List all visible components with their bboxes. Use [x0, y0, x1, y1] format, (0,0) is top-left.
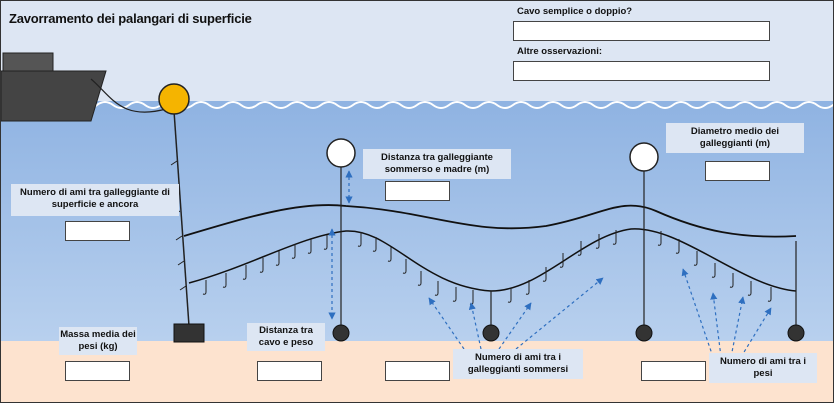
cable-weight-distance-field[interactable] — [257, 361, 322, 381]
hooks-between-floats-label-box — [453, 349, 583, 379]
hooks-float-anchor-label-box — [11, 184, 179, 216]
weight-mass-label-box — [59, 327, 137, 355]
fishing-boat — [1, 52, 167, 122]
cable-type-label: Cavo semplice o doppio? — [517, 6, 633, 17]
cable-weight-distance-label-box — [247, 323, 325, 351]
annotation-arrows — [328, 170, 772, 358]
hooks-between-weights-field[interactable] — [641, 361, 706, 381]
anchor-weight — [173, 323, 205, 343]
float-diameter-label-box — [666, 123, 804, 153]
notes-field[interactable] — [513, 61, 770, 81]
float-diameter-field[interactable] — [705, 161, 770, 181]
hooks-group — [202, 230, 772, 305]
main-line — [183, 204, 797, 238]
sinker-weight — [787, 324, 805, 342]
hooks-float-anchor-field[interactable] — [65, 221, 130, 241]
sky — [1, 1, 833, 103]
sinker-weight — [482, 324, 500, 342]
submerged-float — [629, 142, 659, 172]
weight-mass-label: Massa media dei pesi (kg) — [60, 329, 136, 352]
notes-label: Altre osservazioni: — [517, 46, 602, 57]
submerged-float — [326, 138, 356, 168]
diagram-title: Zavorramento dei palangari di superficie — [9, 11, 252, 26]
weight-mass-field[interactable] — [65, 361, 130, 381]
hooks-float-anchor-label: Numero di ami tra galleggiante di superf… — [20, 187, 170, 210]
float-diameter-label: Diametro medio dei galleggianti (m) — [690, 126, 780, 149]
sinker-weight — [635, 324, 653, 342]
hooks-between-weights-label: Numero di ami tra i pesi — [719, 356, 807, 379]
float-distance-label-box — [363, 149, 511, 179]
buoy-line — [173, 110, 190, 327]
hooks-between-weights-label-box — [709, 353, 817, 383]
float-distance-field[interactable] — [385, 181, 450, 201]
hooks-between-floats-field[interactable] — [385, 361, 450, 381]
cable-type-field[interactable] — [513, 21, 770, 41]
float-distance-label: Distanza tra galleggiante sommerso e mad… — [381, 152, 493, 175]
water-surface-waves — [1, 101, 833, 109]
surface-buoy — [158, 83, 190, 115]
cable-weight-distance-label: Distanza tra cavo e peso — [258, 325, 314, 348]
hooks-between-floats-label: Numero di ami tra i galleggianti sommers… — [467, 352, 569, 375]
sinker-weight — [332, 324, 350, 342]
